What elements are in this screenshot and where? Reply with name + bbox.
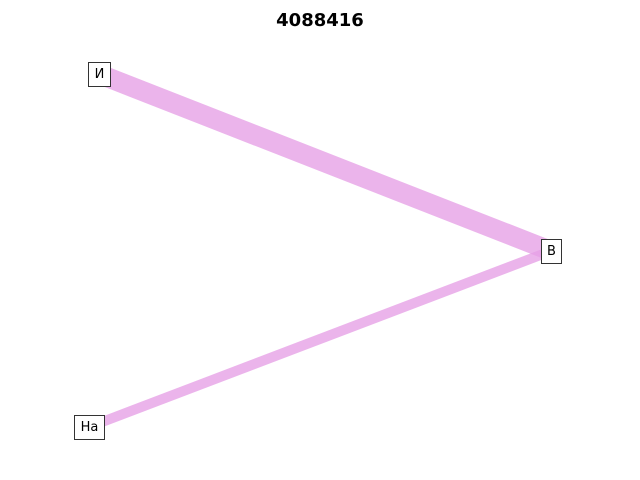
edge-i-to-v (95, 64, 555, 261)
node-v: В (541, 239, 562, 264)
diagram-title: 4088416 (276, 10, 364, 31)
node-i: И (88, 62, 111, 87)
edge-na-to-v (87, 246, 553, 432)
node-na: На (74, 415, 105, 440)
